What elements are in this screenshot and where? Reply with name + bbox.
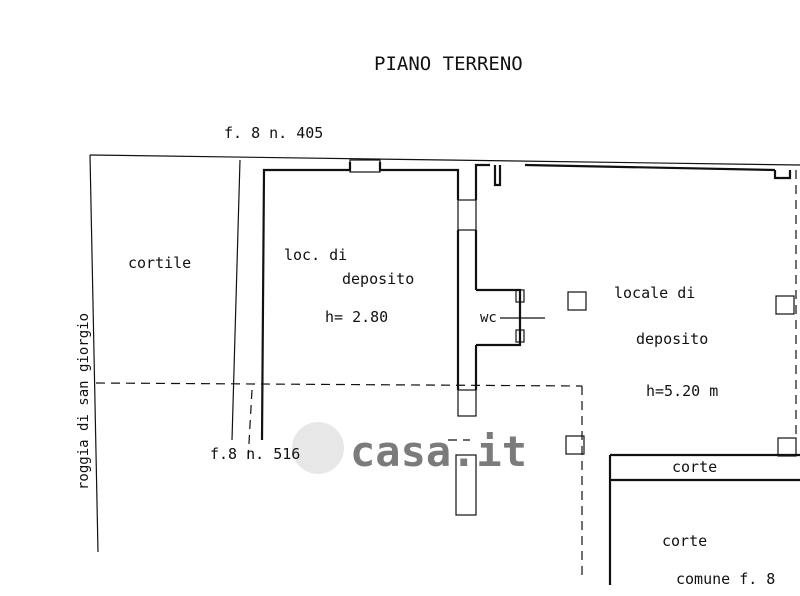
corte-lower-label: corte (662, 532, 707, 550)
roggia-label: roggia di san giorgio (76, 313, 92, 490)
parcel-label-top: f. 8 n. 405 (224, 124, 323, 142)
watermark-text: casa.it (350, 427, 527, 476)
comune-label: comune f. 8 (676, 570, 775, 588)
room1-label-line1: loc. di (284, 246, 347, 264)
room2-label-line2: deposito (636, 330, 708, 348)
corte-strip-label: corte (672, 458, 717, 476)
wc-label: wc (480, 310, 497, 326)
room1-height: h= 2.80 (325, 308, 388, 326)
room1-label-line2: deposito (342, 270, 414, 288)
watermark-logo-icon (292, 422, 344, 474)
room-large-deposit-walls (493, 163, 800, 585)
room2-label-line1: locale di (614, 284, 695, 302)
parcel-label-bottom: f.8 n. 516 (210, 445, 300, 463)
plan-title: PIANO TERRENO (374, 53, 523, 75)
parcel-boundaries (89, 154, 800, 580)
watermark: casa.it (292, 422, 527, 476)
room-small-deposit-walls (260, 159, 490, 516)
room2-height: h=5.20 m (646, 382, 718, 400)
cortile-label: cortile (128, 254, 191, 272)
wc-room (476, 288, 545, 347)
